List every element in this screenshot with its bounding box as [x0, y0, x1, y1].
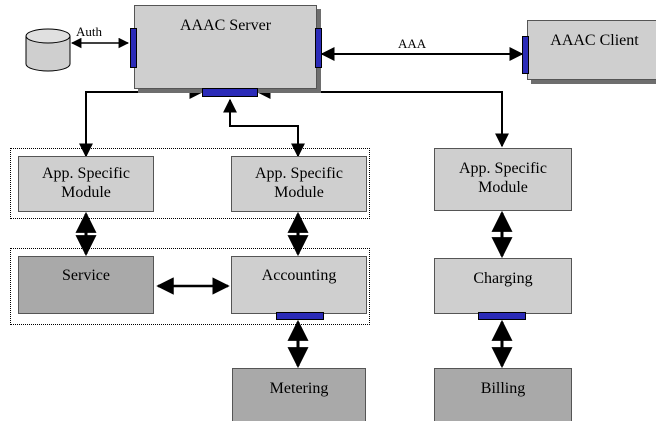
asm1-label: App. Specific Module	[42, 165, 130, 201]
database-icon	[25, 28, 71, 72]
charging-bottom-port	[478, 312, 526, 320]
asm-group	[10, 148, 370, 219]
server-asm3-arrow	[256, 85, 509, 148]
asm2-box[interactable]: App. Specific Module	[231, 156, 367, 212]
auth-label: Auth	[76, 24, 102, 39]
asm1-box[interactable]: App. Specific Module	[18, 156, 154, 212]
aaac-server-label: AAAC Server	[179, 17, 272, 34]
accounting-box[interactable]: Accounting	[231, 256, 367, 314]
billing-label: Billing	[480, 380, 526, 397]
server-right-port	[315, 28, 322, 68]
server-left-port	[130, 28, 137, 68]
accounting-label: Accounting	[261, 267, 337, 284]
client-left-port	[522, 36, 529, 74]
service-accounting-group	[10, 248, 370, 325]
service-label: Service	[62, 267, 110, 284]
aaac-server-box[interactable]: AAAC Server	[134, 5, 317, 89]
metering-box[interactable]: Metering	[232, 368, 366, 421]
metering-label: Metering	[269, 380, 329, 397]
charging-label: Charging	[473, 270, 533, 287]
billing-box[interactable]: Billing	[434, 368, 572, 421]
service-box[interactable]: Service	[18, 256, 154, 314]
asm2-label: App. Specific Module	[255, 165, 343, 201]
asm3-label: App. Specific Module	[459, 160, 547, 196]
aaa-label: AAA	[398, 36, 427, 51]
server-bottom-port	[202, 88, 258, 97]
asm3-box[interactable]: App. Specific Module	[434, 148, 572, 211]
charging-box[interactable]: Charging	[434, 258, 572, 314]
aaac-client-label: AAAC Client	[550, 32, 639, 49]
accounting-bottom-port	[276, 312, 324, 320]
server-asm1-arrow	[79, 85, 204, 158]
aaac-client-box[interactable]: AAAC Client	[527, 20, 656, 80]
